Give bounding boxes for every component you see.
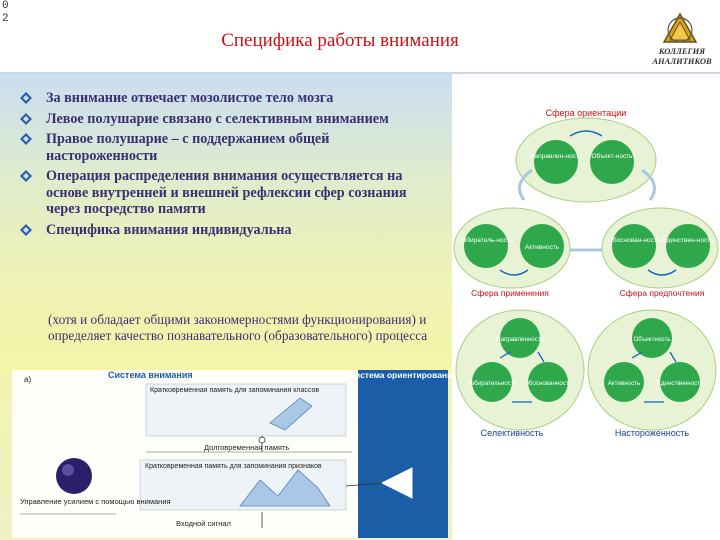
preference-arrow (647, 269, 677, 276)
cycle-arrow-right (641, 168, 656, 201)
input-signal-label: Входной сигнал (176, 519, 231, 528)
slide-title: Специфика работы внимания (221, 30, 459, 51)
attention-spheres-diagram: Сфера ориентации Направлен-ность Объект-… (453, 108, 719, 438)
cycle-arrow-left (518, 168, 533, 201)
diamond-bullet-icon (20, 112, 32, 125)
long-term-label: Долговременная память (204, 443, 289, 452)
bullet-item: Левое полушарие связано с селективным вн… (18, 111, 443, 128)
bullet-item: Правое полушарие – с поддержанием общей … (18, 131, 443, 164)
bullet-item: Операция распределения внимания осуществ… (18, 168, 443, 218)
uniqueness2-label: Единственность (657, 380, 704, 387)
selectivity-arrows (499, 351, 545, 403)
attention-sphere (56, 458, 92, 494)
volume-label: Объект-ность (591, 152, 633, 160)
volume2-node (632, 318, 672, 358)
selectivity2-label: Избирательность (467, 380, 517, 387)
orientation-system-label: Система ориентирования (349, 370, 452, 380)
panel-letter: а) (24, 375, 31, 384)
directedness2-label: Направленность (496, 336, 544, 343)
bullet-text: За внимание отвечает мозолистое тело моз… (46, 90, 334, 106)
short-term-class-label: Кратковременная память для запоминания к… (150, 387, 319, 394)
validity2-label: Обоснованность (524, 380, 572, 387)
orientation-link (345, 482, 383, 487)
alertness-arrows (631, 351, 677, 403)
logo-line2: АНАЛИТИКОВ (652, 56, 712, 66)
activity-label: Активность (525, 244, 560, 251)
selectivity-label: Селективность (481, 428, 544, 438)
attention-control-label: Управление усилием с помощью внимания (20, 497, 171, 506)
volume2-label: Объектность (633, 336, 670, 343)
bullet-text: Специфика внимания индивидуальна (46, 221, 292, 238)
uniqueness-node (666, 224, 710, 268)
uniqueness2-node (660, 362, 700, 402)
bullet-text: Правое полушарие – с поддержанием общей … (46, 131, 330, 164)
selectivity2-node (472, 362, 512, 402)
volume-node (590, 140, 634, 184)
bullet-subtext: (хотя и обладает общими закономерностями… (48, 312, 428, 343)
attention-system-label: Система внимания (108, 370, 193, 380)
alertness-label: Настороженность (615, 428, 690, 438)
bullet-list: За внимание отвечает мозолистое тело моз… (18, 90, 443, 242)
header-divider (0, 72, 720, 74)
sphere-highlight (62, 464, 74, 476)
diamond-bullet-icon (20, 170, 32, 182)
selectivity-node (464, 224, 508, 268)
bullet-item: Специфика внимания индивидуальна (18, 222, 443, 239)
orientation-system-area (358, 370, 448, 538)
application-sphere-label: Сфера применения (471, 288, 549, 298)
logo-line1: КОЛЛЕГИЯ (658, 46, 706, 56)
directedness-label: Направлен-ность (530, 153, 583, 160)
short-term-class-box (145, 383, 347, 437)
preference-sphere-label: Сфера предпочтения (620, 288, 705, 298)
diamond-bullet-icon (20, 92, 32, 104)
uniqueness-label: Единствен-ность (662, 237, 714, 244)
memory-block-shape (269, 397, 313, 431)
text-panel-background (0, 72, 452, 372)
directedness2-node (500, 318, 540, 358)
activity-node (520, 224, 564, 268)
connector-node (258, 436, 266, 444)
orientation-sphere-label: Сфера ориентации (546, 108, 627, 118)
bullet-item: За внимание отвечает мозолистое тело моз… (18, 90, 443, 107)
activity2-label: Активность (608, 380, 641, 387)
application-arrow (499, 269, 529, 276)
bullet-text: Левое полушарие связано с селективным вн… (46, 110, 389, 127)
selectivity-node-label: Избиратель-ность (459, 236, 514, 244)
validity2-node (528, 362, 568, 402)
logo-text: КОЛЛЕГИЯ АНАЛИТИКОВ (644, 46, 720, 66)
activity2-node (604, 362, 644, 402)
logo-icon (662, 12, 698, 43)
attention-system-diagram: а) Система внимания Система ориентирован… (12, 370, 452, 538)
bullet-text: Операция распределения внимания осуществ… (46, 168, 407, 217)
directedness-node (534, 140, 578, 184)
validity-node (612, 224, 656, 268)
orientation-arrow (569, 130, 603, 137)
slide-number: 0 2 (2, 0, 9, 25)
short-term-features-label: Кратковременная память для запоминания п… (145, 463, 322, 470)
feature-wave-shape (239, 469, 331, 507)
validity-label: Обоснован-ность (608, 236, 661, 244)
diamond-bullet-icon (20, 133, 32, 145)
orientation-triangle (380, 467, 413, 499)
diamond-bullet-icon (20, 223, 32, 236)
